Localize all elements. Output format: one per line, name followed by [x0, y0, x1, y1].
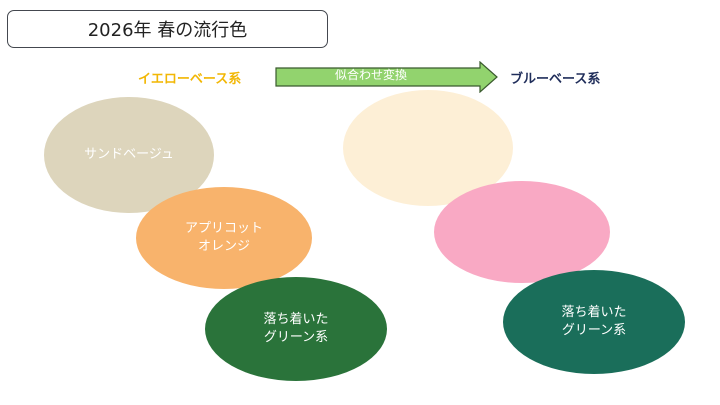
color-label: サンドベージュ	[84, 147, 174, 162]
color-calm-green-yellow: 落ち着いた グリーン系	[205, 277, 387, 381]
right-arrow-icon	[275, 61, 498, 93]
yellow-base-label: イエローベース系	[138, 72, 242, 87]
blue-base-label: ブルーベース系	[510, 72, 601, 87]
color-apricot-orange: アプリコット オレンジ	[136, 187, 312, 289]
page-title: 2026年 春の流行色	[7, 10, 328, 48]
color-label: アプリコット オレンジ	[184, 221, 263, 254]
color-label: 落ち着いた グリーン系	[561, 305, 627, 338]
color-calm-green-blue: 落ち着いた グリーン系	[503, 270, 685, 374]
color-label: 落ち着いた グリーン系	[263, 312, 329, 345]
color-pink	[434, 181, 610, 283]
arrow-label: 似合わせ変換	[334, 68, 407, 82]
